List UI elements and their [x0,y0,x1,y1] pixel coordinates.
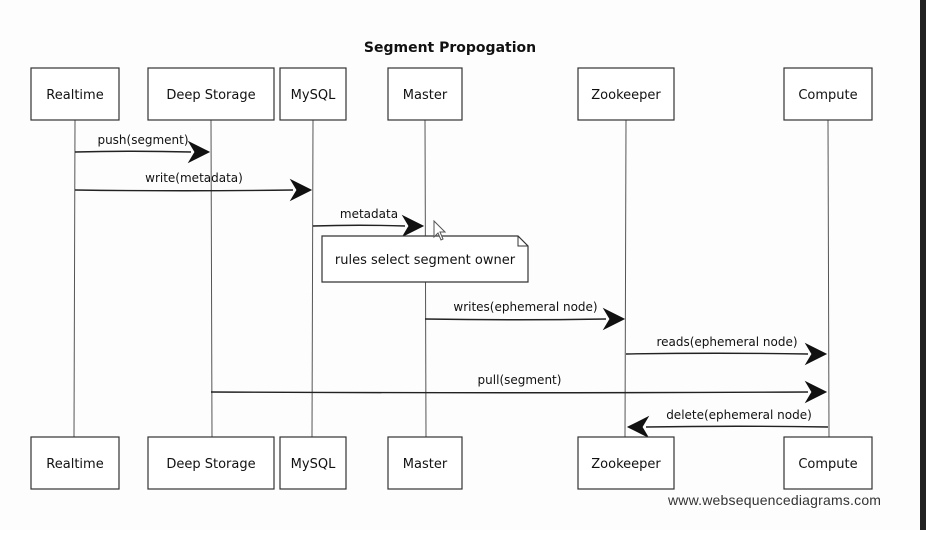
note-text: rules select segment owner [335,253,516,268]
message-6: pull(segment) [210,373,828,404]
participant-box [147,436,275,490]
lifeline-zookeeper [624,119,627,438]
message-line [424,318,607,321]
participant-label: Deep Storage [166,88,255,103]
participant-box [30,67,120,121]
participant-box [387,436,463,490]
participant-label: Master [403,88,448,103]
participant-label: MySQL [291,457,336,472]
participant-master-top: Master [387,67,463,121]
participant-box [387,67,463,121]
message-7: delete(ephemeral node) [626,408,829,439]
participant-label: Compute [798,457,857,472]
participant-box [147,67,275,121]
participant-master-bottom: Master [387,436,463,490]
window-edge [920,0,926,530]
message-line [74,189,294,192]
diagram-title: Segment Propogation [364,40,536,56]
arrowhead [602,307,626,331]
participant-realtime-bottom: Realtime [30,436,120,490]
message-label: reads(ephemeral node) [656,335,797,349]
message-label: writes(ephemeral node) [453,300,597,314]
participant-box [30,436,120,490]
participant-deep-storage-top: Deep Storage [147,67,275,121]
message-label: push(segment) [97,133,188,147]
participant-label: MySQL [291,88,336,103]
participant-label: Realtime [46,457,103,472]
participant-compute-top: Compute [783,67,873,121]
message-label: delete(ephemeral node) [666,408,812,422]
message-label: write(metadata) [145,171,243,185]
participant-mysql-bottom: MySQL [279,436,347,490]
note-layer: rules select segment owner [321,235,529,283]
arrowhead [804,342,828,366]
arrowhead [187,140,211,164]
participant-label: Master [403,457,448,472]
participants-bottom: Realtime Deep Storage MySQL Master Zookeeper… [30,436,873,490]
message-1: push(segment) [74,133,211,164]
participant-compute-bottom: Compute [783,436,873,490]
message-line [210,391,809,394]
lifelines [73,119,830,438]
watermark: www.websequencediagrams.com [668,492,882,508]
arrowhead [804,380,828,404]
message-line [625,352,809,355]
message-5: reads(ephemeral node) [625,335,828,366]
mouse-cursor-icon [433,219,447,241]
participant-mysql-top: MySQL [279,67,347,121]
participant-box [279,67,347,121]
message-label: pull(segment) [478,373,562,387]
participant-realtime-top: Realtime [30,67,120,121]
message-line [312,224,406,227]
arrowhead [626,415,650,439]
message-3: metadata [312,207,425,238]
arrowhead [289,178,313,202]
message-line [645,425,829,428]
note-rules: rules select segment owner [321,235,529,283]
participant-box [783,436,873,490]
messages: push(segment) write(metadata) metadata writ… [74,133,829,439]
lifeline-deep-storage [210,119,213,438]
participant-deep-storage-bottom: Deep Storage [147,436,275,490]
participant-label: Zookeeper [591,457,661,472]
participant-box [279,436,347,490]
participant-box [783,67,873,121]
message-label: metadata [340,207,398,221]
participant-box [577,436,675,490]
lifeline-compute [827,119,830,438]
message-line [74,150,192,153]
message-4: writes(ephemeral node) [424,300,626,331]
lifeline-mysql [311,119,314,438]
lifeline-realtime [73,119,76,438]
note-box [321,235,529,283]
participant-zookeeper-bottom: Zookeeper [577,436,675,490]
participant-zookeeper-top: Zookeeper [577,67,675,121]
participant-box [577,67,675,121]
participants-top: Realtime Deep Storage MySQL Master Zookeeper… [30,67,873,121]
participant-label: Realtime [46,88,103,103]
participant-label: Compute [798,88,857,103]
participant-label: Deep Storage [166,457,255,472]
note-fold [517,236,528,247]
message-2: write(metadata) [74,171,313,202]
arrowhead [401,214,425,238]
participant-label: Zookeeper [591,88,661,103]
